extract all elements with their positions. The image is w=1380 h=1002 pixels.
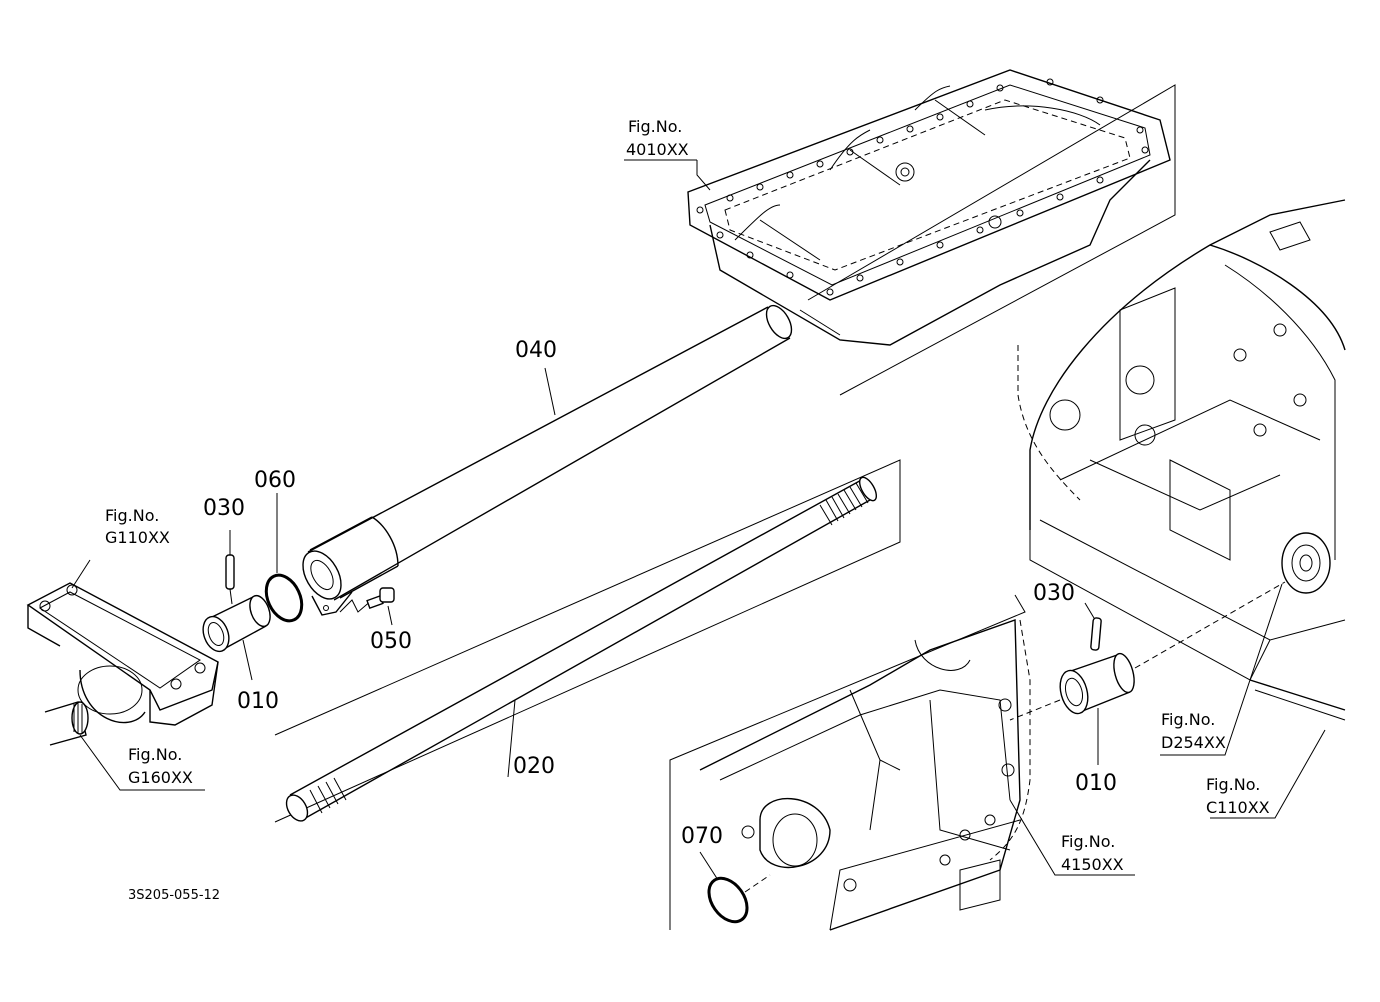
part-070-o-ring	[707, 876, 749, 924]
fig-ref-number: 4150XX	[1061, 855, 1124, 874]
label-030-left: 030	[203, 496, 245, 521]
cover-assembly-drawing	[687, 69, 1176, 396]
center-housing-drawing	[669, 594, 1135, 931]
fig-ref-g110xx: Fig.No. G110XX	[105, 506, 170, 547]
leader-lines	[276, 160, 719, 881]
label-030-right: 030	[1033, 581, 1075, 606]
transmission-case-drawing	[1017, 199, 1346, 819]
fig-ref-number: G160XX	[128, 768, 193, 787]
part-010-bushing-right	[1009, 581, 1286, 765]
fig-ref-number: C110XX	[1206, 798, 1270, 817]
fig-ref-number: 4010XX	[626, 140, 689, 159]
part-030-pin-right	[1084, 602, 1102, 651]
fig-ref-prefix: Fig.No.	[1206, 775, 1260, 794]
label-020: 020	[513, 754, 555, 779]
fig-ref-number: D254XX	[1161, 733, 1226, 752]
label-050: 050	[370, 629, 412, 654]
label-070: 070	[681, 824, 723, 849]
label-060: 060	[254, 468, 296, 493]
fig-ref-number: G110XX	[105, 528, 170, 547]
part-030-pin-left	[225, 530, 235, 605]
part-010-bushing-left	[202, 594, 271, 681]
fig-ref-4010xx: Fig.No. 4010XX	[624, 117, 697, 161]
fig-ref-d254xx: Fig.No. D254XX	[1161, 710, 1226, 752]
fig-ref-prefix: Fig.No.	[628, 117, 682, 136]
bracket-g110-drawing	[26, 559, 219, 726]
part-040-tube	[302, 304, 793, 616]
label-010-left: 010	[237, 689, 279, 714]
fig-ref-prefix: Fig.No.	[1161, 710, 1215, 729]
part-020-shaft	[274, 459, 901, 823]
part-060-o-ring	[264, 573, 304, 623]
drawing-code: 3S205-055-12	[128, 888, 220, 903]
spline-stub-g160	[44, 701, 205, 791]
label-040: 040	[515, 338, 557, 363]
fig-ref-prefix: Fig.No.	[128, 745, 182, 764]
fig-ref-c110xx: Fig.No. C110XX	[1206, 775, 1270, 817]
fig-ref-g160xx: Fig.No. G160XX	[128, 745, 193, 787]
part-050-bolt	[366, 587, 395, 626]
fig-ref-prefix: Fig.No.	[105, 506, 159, 525]
fig-ref-4150xx: Fig.No. 4150XX	[1061, 832, 1124, 874]
label-010-right: 010	[1075, 771, 1117, 796]
fig-ref-prefix: Fig.No.	[1061, 832, 1115, 851]
